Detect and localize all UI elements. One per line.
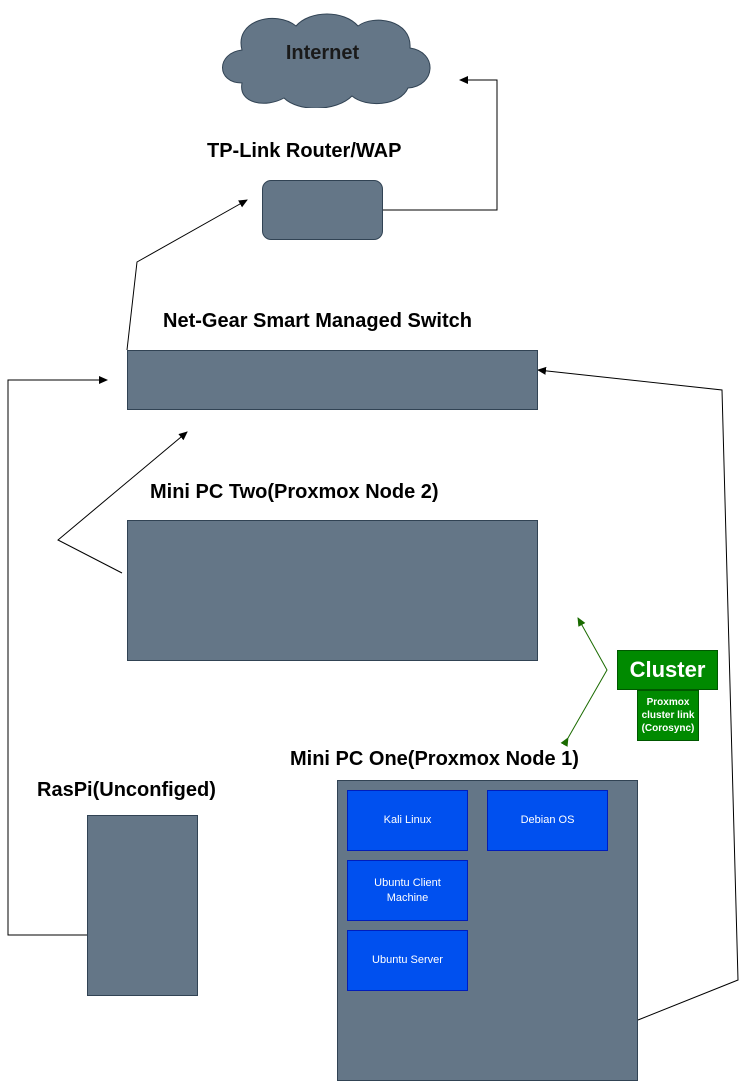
router-device[interactable] xyxy=(262,180,383,240)
edge-router-to-internet xyxy=(383,76,498,211)
edge-minipc2-to-switch xyxy=(57,431,188,574)
edge-switch-to-router xyxy=(126,199,248,351)
switch-device[interactable] xyxy=(127,350,538,410)
edge-minipc1-to-switch xyxy=(537,366,739,1021)
vm-ubuntu-client[interactable]: Ubuntu Client Machine xyxy=(347,860,468,921)
switch-label: Net-Gear Smart Managed Switch xyxy=(163,310,472,332)
edge-raspi-to-switch xyxy=(7,376,108,936)
cluster-note: Proxmox cluster link (Corosync) xyxy=(637,690,699,741)
raspi-device[interactable] xyxy=(87,815,198,996)
mini-pc-two-device[interactable] xyxy=(127,520,538,661)
edge-cluster-link xyxy=(560,617,608,747)
vm-ubuntu-server[interactable]: Ubuntu Server xyxy=(347,930,468,991)
cloud-icon xyxy=(222,13,431,108)
raspi-label: RasPi(Unconfiged) xyxy=(37,779,216,801)
router-label: TP-Link Router/WAP xyxy=(207,140,402,162)
internet-label: Internet xyxy=(285,42,360,64)
vm-debian-os[interactable]: Debian OS xyxy=(487,790,608,851)
cluster-badge: Cluster xyxy=(617,650,718,690)
mini-pc-one-label: Mini PC One(Proxmox Node 1) xyxy=(290,748,579,770)
vm-kali-linux[interactable]: Kali Linux xyxy=(347,790,468,851)
mini-pc-two-label: Mini PC Two(Proxmox Node 2) xyxy=(150,481,439,503)
